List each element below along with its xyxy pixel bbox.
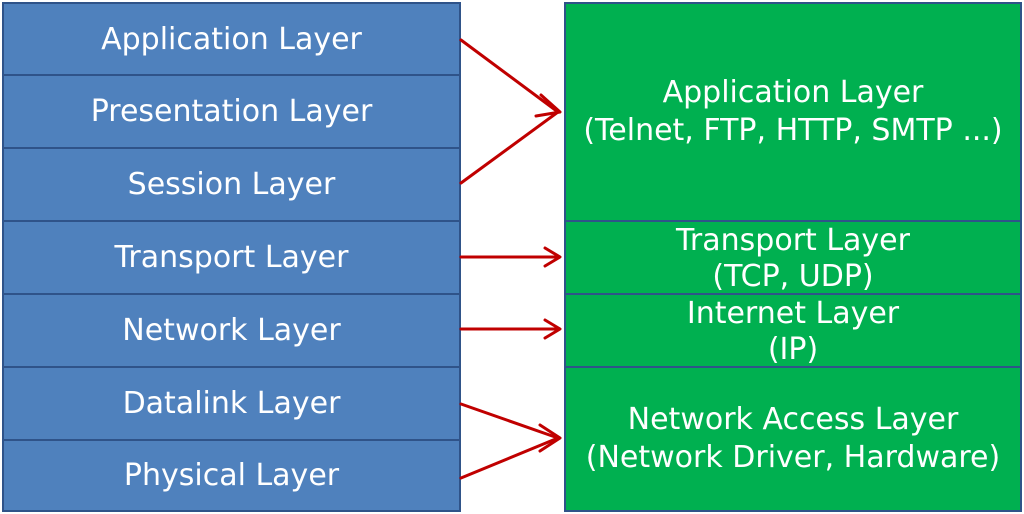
tcpip-transport-layer-name: Transport Layer xyxy=(676,223,910,258)
tcpip-internet-layer-detail: (IP) xyxy=(767,332,819,367)
arrow-physical-to-network-access xyxy=(459,436,560,480)
tcpip-network-access-layer-detail: (Network Driver, Hardware) xyxy=(585,440,1001,475)
arrowhead-application xyxy=(534,93,562,118)
arrow-datalink-to-network-access xyxy=(459,402,560,440)
tcpip-application-layer: Application Layer (Telnet, FTP, HTTP, SM… xyxy=(564,2,1022,222)
tcpip-internet-layer-name: Internet Layer xyxy=(686,296,900,331)
arrow-application-to-application xyxy=(459,38,560,114)
arrowhead-transport xyxy=(543,246,562,268)
tcpip-internet-layer: Internet Layer (IP) xyxy=(564,293,1022,368)
tcpip-network-access-layer: Network Access Layer (Network Driver, Ha… xyxy=(564,366,1022,512)
tcpip-transport-layer-detail: (TCP, UDP) xyxy=(712,259,874,294)
arrowhead-internet xyxy=(543,318,562,340)
osi-session-layer: Session Layer xyxy=(2,147,461,222)
tcpip-application-layer-detail: (Telnet, FTP, HTTP, SMTP ...) xyxy=(583,113,1003,148)
osi-datalink-layer: Datalink Layer xyxy=(2,366,461,441)
arrowhead-network-access xyxy=(538,423,562,453)
tcpip-application-layer-name: Application Layer xyxy=(662,75,924,110)
osi-physical-layer: Physical Layer xyxy=(2,439,461,512)
tcpip-transport-layer: Transport Layer (TCP, UDP) xyxy=(564,220,1022,295)
arrow-session-to-application xyxy=(459,110,560,185)
tcpip-network-access-layer-name: Network Access Layer xyxy=(627,402,959,437)
osi-application-layer: Application Layer xyxy=(2,2,461,76)
osi-network-layer: Network Layer xyxy=(2,293,461,368)
osi-transport-layer: Transport Layer xyxy=(2,220,461,295)
osi-presentation-layer: Presentation Layer xyxy=(2,74,461,149)
